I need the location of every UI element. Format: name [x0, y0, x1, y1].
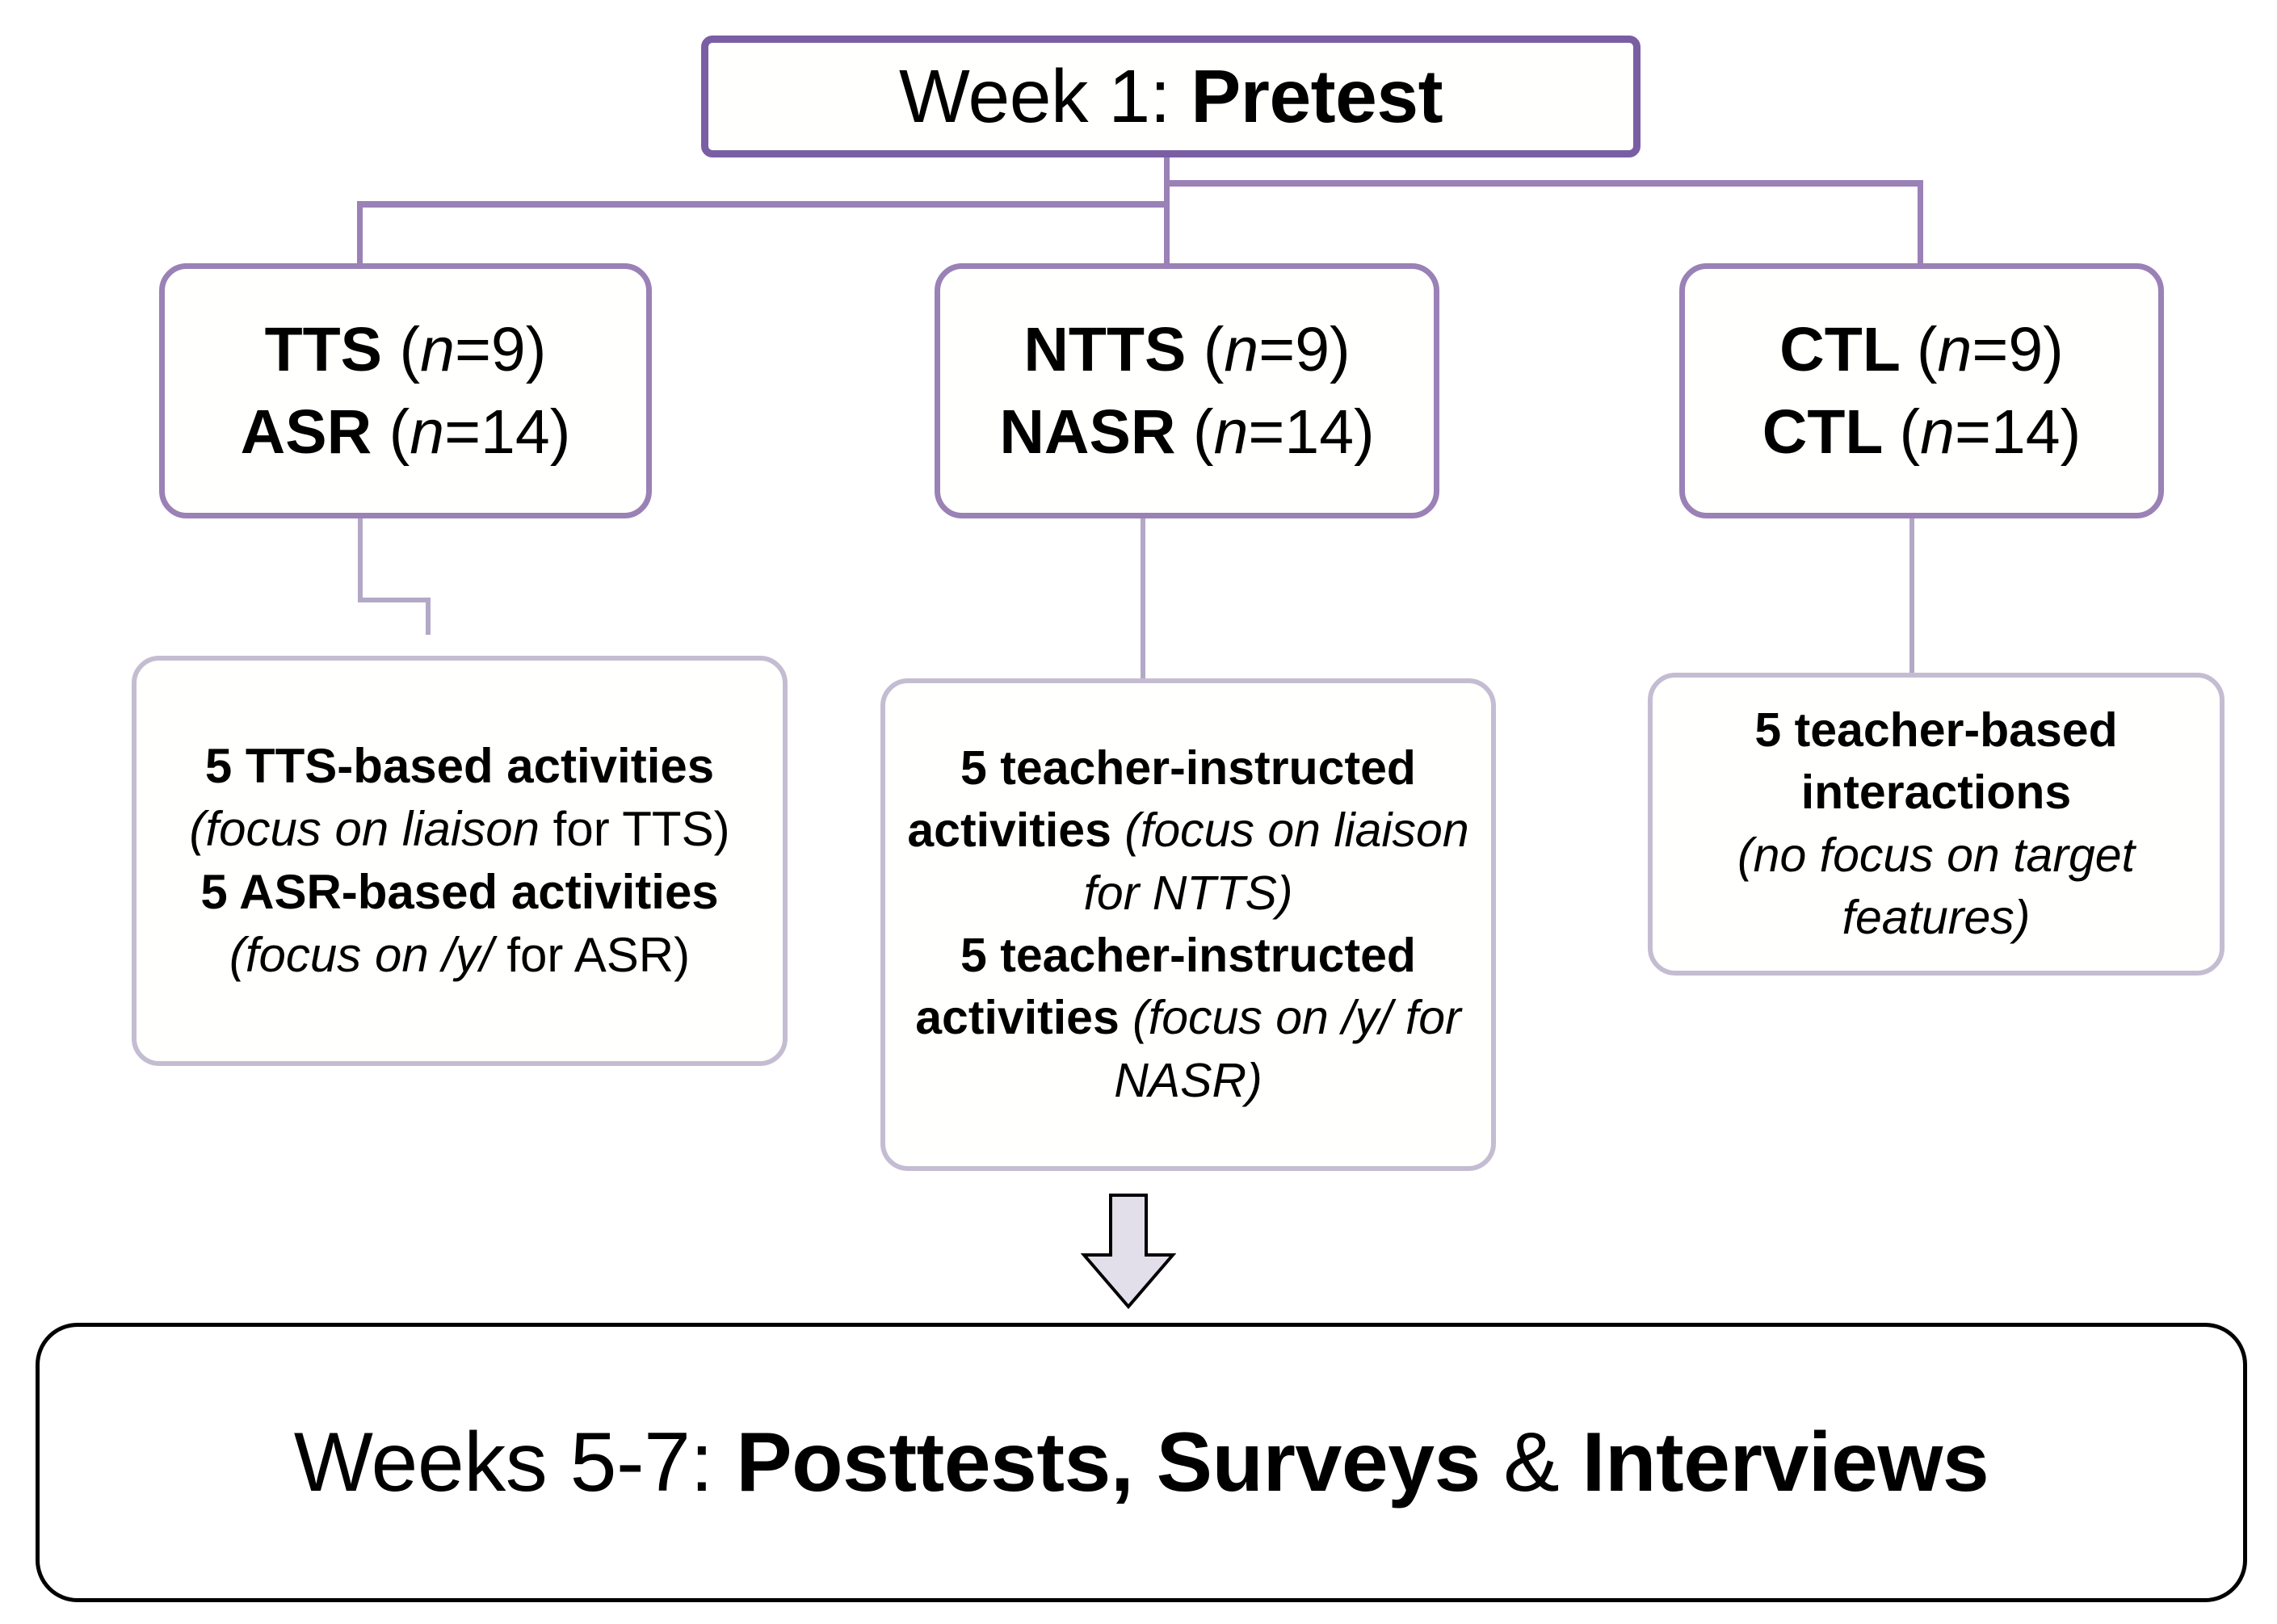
connector-tts-seg3	[426, 598, 431, 635]
group-box-ntts: NTTS (n=9) NASR (n=14)	[935, 263, 1439, 518]
activity-tts-plain-2: for ASR)	[493, 928, 691, 982]
connector-drop-right	[1918, 180, 1923, 265]
activity-ctl-text: 5 teacher-based interactions (no focus o…	[1653, 699, 2220, 949]
activity-tts-plain-1: for TTS)	[540, 802, 730, 856]
posttest-label: Weeks 5-7: Posttests, Surveys & Intervie…	[293, 1416, 1989, 1509]
activity-box-tts: 5 TTS-based activities (focus on liaison…	[132, 656, 788, 1066]
pretest-emphasis: Pretest	[1191, 54, 1443, 138]
posttest-emphasis-1: Posttests, Surveys	[736, 1416, 1481, 1509]
activity-tts-bold-1: 5 TTS-based activities	[204, 739, 715, 793]
activity-ctl-bold-1: 5 teacher-based interactions	[1754, 703, 2118, 820]
group-ctl-label: CTL (n=9) CTL (n=14)	[1762, 314, 2082, 467]
down-arrow-icon	[1081, 1194, 1176, 1309]
posttest-emphasis-2: Interviews	[1582, 1416, 1989, 1509]
group-ntts-label: NTTS (n=9) NASR (n=14)	[999, 314, 1375, 467]
connector-drop-left	[357, 201, 363, 265]
connector-tts-seg2	[358, 598, 431, 602]
connector-stem-pretest	[1164, 157, 1170, 263]
activity-ntts-text: 5 teacher-instructed activities (focus o…	[885, 737, 1491, 1112]
activity-ntts-bold-2: 5 teacher-instructed activities	[915, 929, 1416, 1045]
activity-ntts-italic-2: (focus on /y/ for NASR)	[1114, 991, 1461, 1107]
activity-ntts-italic-1: (focus on liaison for NTTS)	[1083, 804, 1469, 920]
connector-branch-right	[1170, 180, 1923, 187]
activity-tts-bold-2: 5 ASR-based activities	[200, 865, 719, 919]
group-box-tts: TTS (n=9) ASR (n=14)	[159, 263, 652, 518]
connector-ntts-vertical	[1141, 518, 1145, 678]
connector-branch-left	[357, 201, 1167, 208]
activity-tts-italic-1: (focus on liaison	[189, 802, 540, 856]
pretest-box: Week 1: Pretest	[701, 36, 1641, 157]
activity-ntts-bold-1: 5 teacher-instructed activities	[907, 741, 1416, 858]
activity-box-ntts: 5 teacher-instructed activities (focus o…	[880, 678, 1496, 1171]
connector-ctl-vertical	[1909, 518, 1914, 673]
activity-box-ctl: 5 teacher-based interactions (no focus o…	[1648, 673, 2224, 976]
group-box-ctl: CTL (n=9) CTL (n=14)	[1679, 263, 2164, 518]
activity-tts-text: 5 TTS-based activities (focus on liaison…	[176, 735, 742, 987]
posttest-box: Weeks 5-7: Posttests, Surveys & Intervie…	[36, 1323, 2247, 1602]
pretest-label: Week 1: Pretest	[898, 54, 1443, 138]
activity-ctl-italic-1: (no focus on target features)	[1737, 828, 2135, 944]
activity-tts-italic-2: (focus on /y/	[229, 928, 494, 982]
connector-tts-seg1	[358, 518, 363, 602]
group-tts-label: TTS (n=9) ASR (n=14)	[240, 314, 571, 467]
